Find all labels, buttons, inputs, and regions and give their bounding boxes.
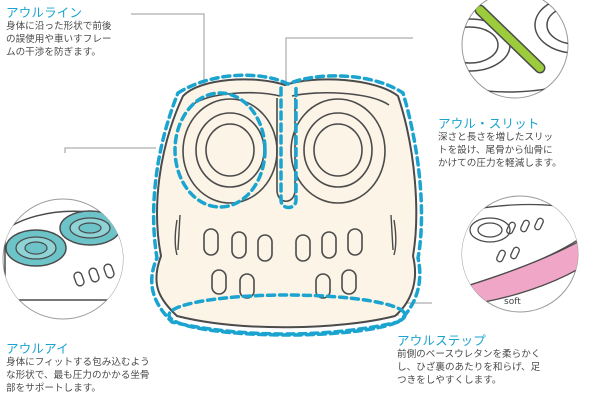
lower-cells [203, 228, 363, 299]
owl-step-title: アウルステップ [397, 333, 486, 348]
owl-slit-text-2: トを設け、尾骨から仙骨に [438, 145, 553, 156]
highlight-regions [150, 73, 424, 337]
owl-step-text-1: 前側のベースウレタンを柔らかく [397, 349, 541, 360]
callout-owl-slit: アウル・スリット 深さと長さを増したスリッ トを設け、尾骨から仙骨に かけての圧… [438, 116, 562, 170]
connector-owl-eye [64, 147, 156, 153]
owl-line-text-3: ムの干渉を防ぎます。 [6, 47, 101, 58]
owl-slit-region [279, 86, 298, 210]
callout-owl-eye: アウルアイ 身体にフィットする包み込むよう な形状で、最も圧力のかかる坐骨 部を… [6, 341, 150, 395]
owl-step-text-2: し、ひざ裏のあたりを和らげ、足 [397, 362, 541, 373]
owl-eye-text-3: 部をサポートします。 [6, 383, 101, 394]
soft-label: soft [504, 297, 521, 307]
connector-owl-slit [285, 37, 413, 95]
owl-eye-text-1: 身体にフィットする包み込むよう [6, 357, 150, 368]
owl-slit-text-3: かけての圧力を軽減します。 [438, 158, 562, 169]
owl-step-text-3: つきをしやすくします。 [397, 375, 502, 386]
owl-slit-title: アウル・スリット [438, 116, 540, 131]
callout-owl-line: アウルライン 身体に沿った形状で前後 の誤使用や車いすフレー ムの干渉を防ぎます… [6, 5, 112, 59]
owl-step-region [167, 293, 407, 337]
owl-line-title: アウルライン [6, 5, 83, 20]
owl-eye-text-2: な形状で、最も圧力のかかる坐骨 [6, 370, 150, 381]
owl-line-text-1: 身体に沿った形状で前後 [6, 21, 112, 32]
owl-line-outline [150, 73, 424, 336]
detail-slit [461, 0, 569, 99]
callout-owl-step: アウルステップ 前側のベースウレタンを柔らかく し、ひざ裏のあたりを和らげ、足 … [397, 333, 540, 387]
detail-step [461, 195, 579, 313]
connector-owl-line [131, 13, 205, 96]
cushion-body [155, 78, 418, 329]
owl-slit-text-1: 深さと長さを増したスリッ [438, 132, 554, 143]
detail-eye [2, 198, 124, 320]
connector-lines [64, 13, 432, 316]
owl-line-text-2: の誤使用や車いすフレー [6, 34, 112, 45]
right-eye-rings [290, 98, 386, 204]
owl-eye-region [173, 91, 267, 209]
owl-eye-title: アウルアイ [6, 341, 69, 356]
